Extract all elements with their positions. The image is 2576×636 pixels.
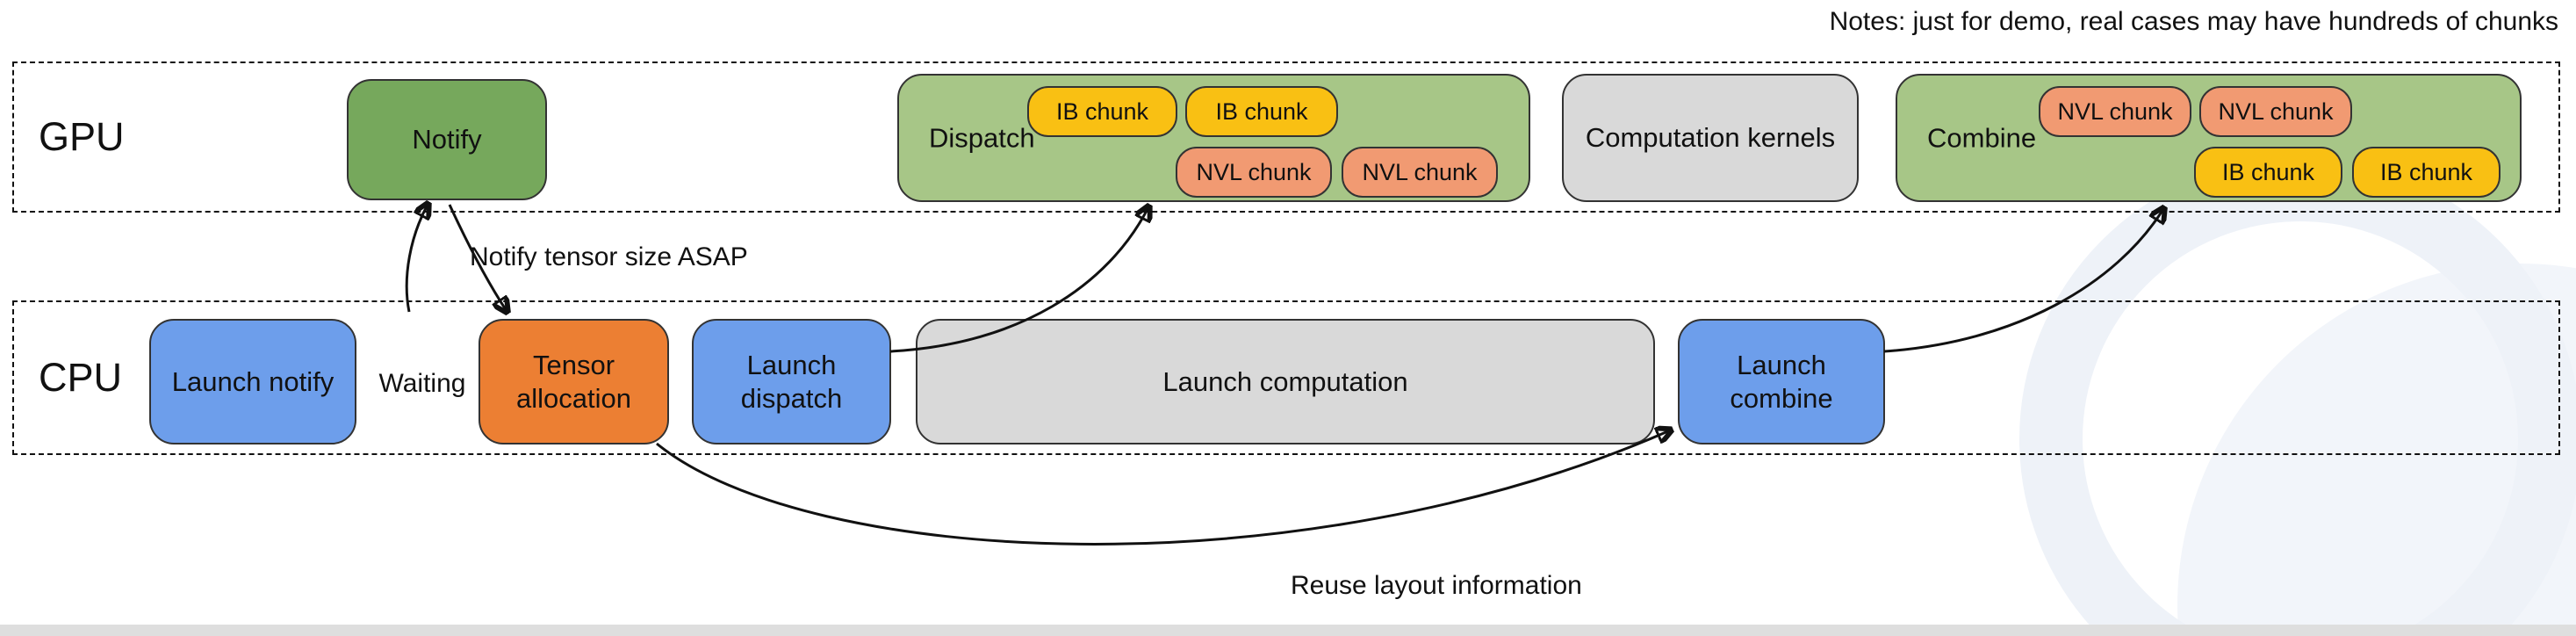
dispatch-label: Dispatch (929, 122, 1035, 154)
launch-combine-label: Launch combine (1730, 350, 1833, 414)
launch-notify-label: Launch notify (171, 365, 335, 397)
nvl-chunk: NVL chunk (1342, 147, 1498, 198)
gpu-lane-label: GPU (39, 114, 125, 159)
notify-block: Notify (347, 79, 547, 200)
note-text: Notes: just for demo, real cases may hav… (1829, 7, 2558, 36)
cpu-lane-label: CPU (39, 355, 123, 400)
ib-chunk: IB chunk (2352, 147, 2500, 198)
launch-combine-block: Launch combine (1678, 319, 1885, 444)
ib-chunk: IB chunk (1027, 86, 1177, 137)
launch-dispatch-block: Launch dispatch (692, 319, 891, 444)
bottom-strip (0, 625, 2576, 636)
launch-computation-label: Launch computation (1162, 365, 1408, 397)
notify-label: Notify (412, 124, 482, 155)
nvl-chunk: NVL chunk (2199, 86, 2352, 137)
launch-computation-block: Launch computation (916, 319, 1655, 444)
computation-kernels-block: Computation kernels (1562, 74, 1859, 202)
ib-chunk: IB chunk (1185, 86, 1338, 137)
nvl-chunk: NVL chunk (2039, 86, 2191, 137)
gpu-lane: GPU Notify Dispatch IB chunk IB chunk NV… (12, 61, 2560, 213)
combine-label: Combine (1927, 122, 2037, 154)
cpu-lane: CPU Launch notify Waiting Tensor allocat… (12, 300, 2560, 455)
waiting-label: Waiting (378, 369, 466, 398)
nvl-chunk: NVL chunk (1176, 147, 1332, 198)
annotation-reuse-layout: Reuse layout information (1291, 571, 1582, 600)
ib-chunk: IB chunk (2194, 147, 2342, 198)
tensor-allocation-label: Tensor allocation (516, 350, 631, 414)
arrow-launch-notify-to-notify (405, 205, 428, 313)
computation-kernels-label: Computation kernels (1585, 122, 1836, 154)
launch-dispatch-label: Launch dispatch (740, 350, 843, 414)
annotation-notify-tensor-size: Notify tensor size ASAP (470, 242, 748, 271)
combine-block: Combine NVL chunk NVL chunk IB chunk IB … (1896, 74, 2522, 202)
dispatch-block: Dispatch IB chunk IB chunk NVL chunk NVL… (897, 74, 1530, 202)
launch-notify-block: Launch notify (149, 319, 356, 444)
tensor-allocation-block: Tensor allocation (479, 319, 669, 444)
